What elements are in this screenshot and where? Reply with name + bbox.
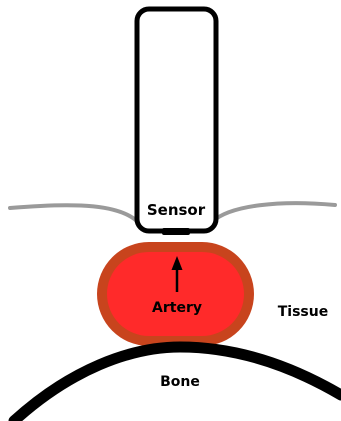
sensor-body <box>137 9 216 231</box>
sensor-label: Sensor <box>147 201 206 219</box>
tissue-label: Tissue <box>278 304 328 320</box>
sensor-contact-pad <box>162 228 190 235</box>
bone-label: Bone <box>160 374 200 390</box>
artery-label: Artery <box>152 300 202 316</box>
